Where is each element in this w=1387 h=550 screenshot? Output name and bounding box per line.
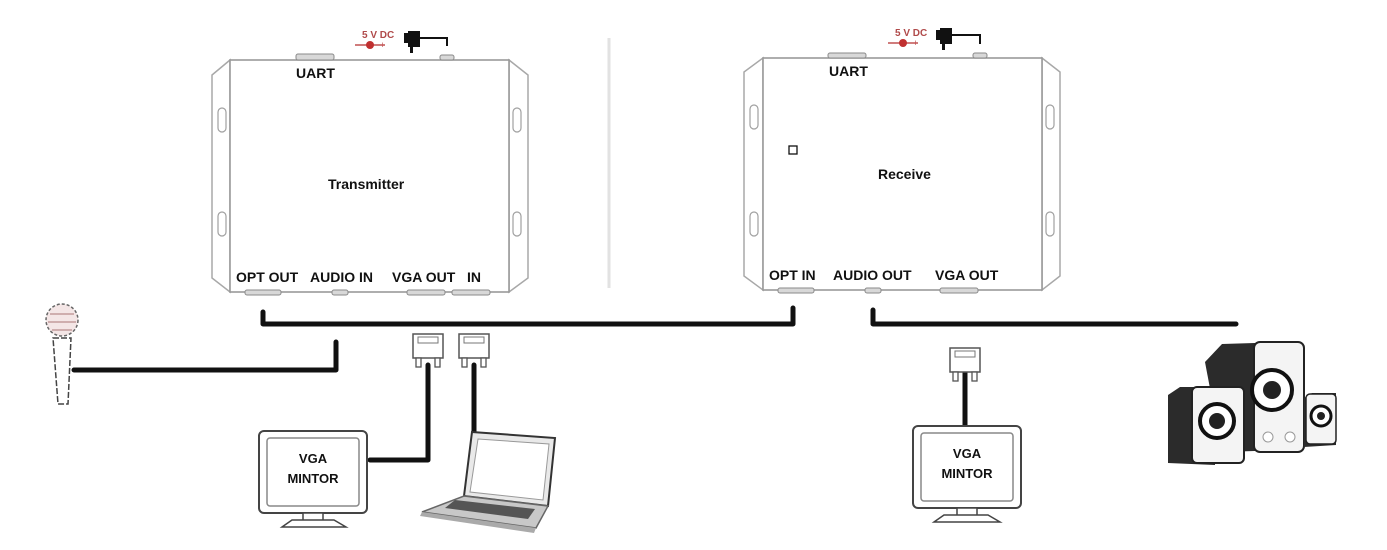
receiver-unit: UART 5 V DC + Receive OPT IN AUDIO OUT V… [743, 28, 1061, 294]
vga-plug-icon [458, 333, 490, 368]
power-jack [439, 54, 455, 61]
mount-slot [1045, 104, 1055, 130]
svg-text:+: + [913, 38, 918, 48]
transmitter-unit: UART 5 V DC + Transmitter OPT OUT AUDIO … [211, 30, 529, 296]
monitor-label-line2: MINTOR [941, 466, 993, 481]
receiver-title: Receive [878, 166, 931, 182]
vga-monitor-left: VGA MINTOR [258, 430, 368, 528]
power-jack [972, 52, 988, 59]
transmitter-body [229, 59, 510, 293]
monitor-label-line1: VGA [299, 451, 328, 466]
right-mount-flange [1041, 56, 1061, 292]
laptop-icon [420, 430, 557, 533]
svg-text:+: + [380, 40, 385, 50]
power-label: 5 V DC [895, 28, 927, 39]
port-label-audio-out: AUDIO OUT [833, 267, 912, 283]
optical-cable [260, 305, 796, 327]
power-adapter-icon [936, 28, 981, 50]
right-mount-flange [508, 58, 529, 294]
vga-plug-icon [949, 347, 981, 382]
uart-label: UART [296, 65, 335, 81]
uart-label: UART [829, 63, 868, 79]
mount-slot [749, 104, 759, 130]
vga-in-port [451, 289, 491, 296]
mount-slot [217, 211, 227, 237]
port-label-vga-out: VGA OUT [935, 267, 999, 283]
vga-plug-icon [412, 333, 444, 368]
audio-in-port [331, 289, 349, 296]
checkbox-marker [788, 145, 798, 155]
uart-port [295, 53, 335, 61]
port-label-opt-out: OPT OUT [236, 269, 299, 285]
audio-out-port [864, 287, 882, 294]
microphone-cable [71, 339, 339, 373]
uart-port [827, 52, 867, 59]
monitor-label-line1: VGA [953, 446, 982, 461]
port-label-vga-out: VGA OUT [392, 269, 456, 285]
vga-monitor-cable [367, 362, 431, 463]
power-label: 5 V DC [362, 30, 394, 41]
left-mount-flange [743, 56, 764, 292]
vga-monitor-right: VGA MINTOR [912, 425, 1022, 523]
transmitter-title: Transmitter [328, 176, 405, 192]
port-label-vga-in: IN [467, 269, 481, 285]
speaker-cable [870, 307, 1239, 327]
opt-out-port [244, 289, 282, 296]
mount-slot [512, 107, 522, 133]
vga-out-port [939, 287, 979, 294]
monitor-label-line2: MINTOR [287, 471, 339, 486]
microphone-icon [45, 303, 79, 405]
vga-out-port [406, 289, 446, 296]
mount-slot [1045, 211, 1055, 237]
dc-polarity-icon: + [355, 40, 385, 50]
left-mount-flange [211, 58, 231, 294]
port-label-opt-in: OPT IN [769, 267, 816, 283]
power-adapter-icon [404, 31, 448, 53]
port-label-audio-in: AUDIO IN [310, 269, 373, 285]
mount-slot [749, 211, 759, 237]
speakers-icon [1168, 341, 1337, 465]
opt-in-port [777, 287, 815, 294]
receiver-body [762, 57, 1043, 291]
mount-slot [217, 107, 227, 133]
dc-polarity-icon: + [888, 38, 918, 48]
mount-slot [512, 211, 522, 237]
